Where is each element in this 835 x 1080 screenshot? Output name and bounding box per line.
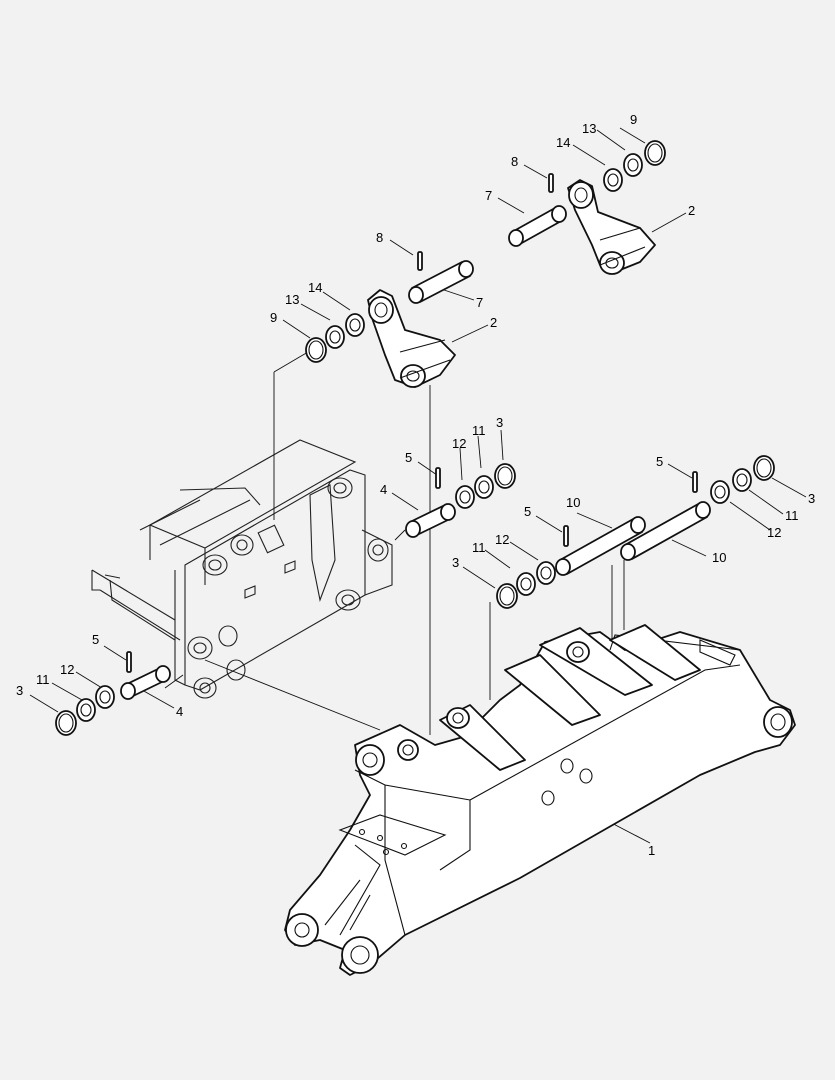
callout-label: 12 — [452, 436, 466, 451]
leader-lines — [29, 127, 807, 844]
callout-label: 11 — [36, 672, 50, 687]
callout-label: 12 — [495, 532, 509, 547]
callout-label: 11 — [785, 508, 799, 523]
callout-label: 5 — [656, 454, 663, 469]
callout-labels: 1 2 2 3 3 3 3 4 4 5 5 5 5 7 7 8 8 9 9 10… — [16, 112, 815, 858]
callout-label: 5 — [524, 504, 531, 519]
callout-label: 10 — [712, 550, 726, 565]
callout-label: 11 — [472, 540, 486, 555]
boom-part — [284, 624, 796, 976]
callout-label: 3 — [496, 415, 503, 430]
pin-10-right — [620, 501, 711, 561]
callout-label: 12 — [767, 525, 781, 540]
pin-7-upper — [508, 205, 567, 247]
callout-label: 12 — [60, 662, 74, 677]
callout-label: 9 — [270, 310, 277, 325]
callout-label: 4 — [380, 482, 387, 497]
callout-label: 8 — [376, 230, 383, 245]
link-lever-upper — [567, 179, 656, 275]
callout-label: 14 — [556, 135, 570, 150]
frame-ghost — [91, 439, 393, 699]
callout-label: 11 — [472, 423, 486, 438]
callout-label: 2 — [688, 203, 695, 218]
callout-label: 7 — [485, 188, 492, 203]
pin-4-right — [405, 503, 456, 538]
callout-label: 3 — [452, 555, 459, 570]
callout-label: 13 — [285, 292, 299, 307]
callout-label: 3 — [808, 491, 815, 506]
callout-label: 8 — [511, 154, 518, 169]
callout-label: 5 — [92, 632, 99, 647]
callout-label: 7 — [476, 295, 483, 310]
pin-10-left — [555, 516, 646, 576]
roll-pins — [126, 173, 698, 673]
pin-7-lower — [408, 260, 474, 304]
callout-label: 14 — [308, 280, 322, 295]
callout-label: 9 — [630, 112, 637, 127]
callout-label: 3 — [16, 683, 23, 698]
link-lever-lower — [367, 289, 456, 388]
callout-label: 10 — [566, 495, 580, 510]
callout-label: 2 — [490, 315, 497, 330]
callout-label: 1 — [648, 843, 655, 858]
washers — [55, 140, 775, 736]
pin-4-left — [120, 665, 171, 700]
callout-label: 5 — [405, 450, 412, 465]
callout-label: 13 — [582, 121, 596, 136]
callout-label: 4 — [176, 704, 183, 719]
